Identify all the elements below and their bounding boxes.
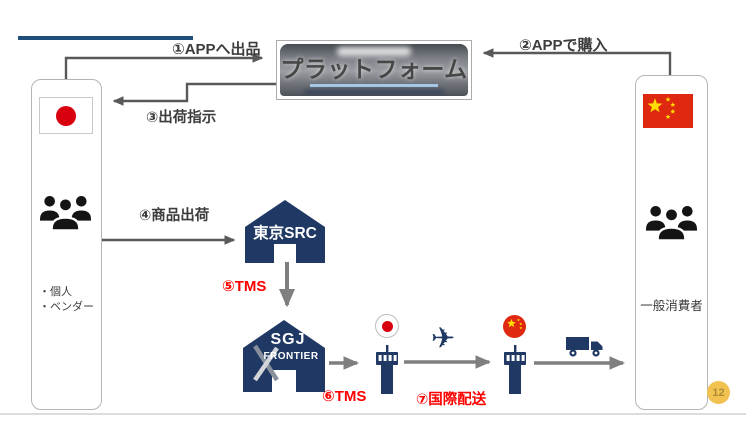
platform-footer-blur [304,90,444,94]
airplane-icon: ✈ [431,323,456,355]
sellers-item-vendor: ・ベンダー [39,301,94,313]
platform-screenshot: プラットフォーム [280,44,468,96]
arrow-step2 [482,48,672,76]
page-number: 12 [712,386,725,399]
slide-bottom-border [0,413,746,415]
sgj-label: SGJ [270,331,306,348]
japan-flag-circle-icon [375,314,399,338]
truck-icon [566,337,603,357]
tokyo-src-warehouse: 東京SRC [245,200,325,263]
platform-logo-blur [337,47,411,56]
arrow-step3 [112,82,277,106]
page-number-badge: 12 [707,381,730,404]
sgj-frontier-warehouse: SGJ FRONTIER [243,320,325,392]
china-flag-icon [643,94,693,128]
arrow-step1 [64,53,264,79]
step5-label: ⑤TMS [222,278,267,295]
control-tower-icon [504,345,526,394]
consumers-box: 一般消費者 [635,75,708,410]
frontier-label: FRONTIER [263,351,319,362]
step6-label: ⑥TMS [322,388,367,405]
sellers-item-individual: ・個人 [39,286,72,298]
step7-label: ⑦国際配送 [416,392,487,408]
china-flag-circle-icon [503,315,526,338]
warehouse-icon [243,320,325,392]
step4-label: ④商品出荷 [139,208,210,224]
step1-label: ①APPへ出品 [172,41,261,58]
consumers-label: 一般消費者 [640,299,703,313]
japan-flag-icon [39,97,93,134]
tokyo-src-label: 東京SRC [253,225,317,242]
step2-label: ②APPで購入 [519,37,608,54]
sellers-box: ・個人 ・ベンダー [31,79,102,410]
step3-label: ③出荷指示 [146,110,217,126]
people-group-icon [40,195,91,232]
warehouse-icon [245,200,325,263]
platform-card: プラットフォーム [276,40,472,100]
people-group-icon [646,205,697,242]
platform-title: プラットフォーム [280,56,468,82]
accent-line [18,36,193,40]
platform-underline [310,84,438,87]
control-tower-icon [376,345,398,394]
